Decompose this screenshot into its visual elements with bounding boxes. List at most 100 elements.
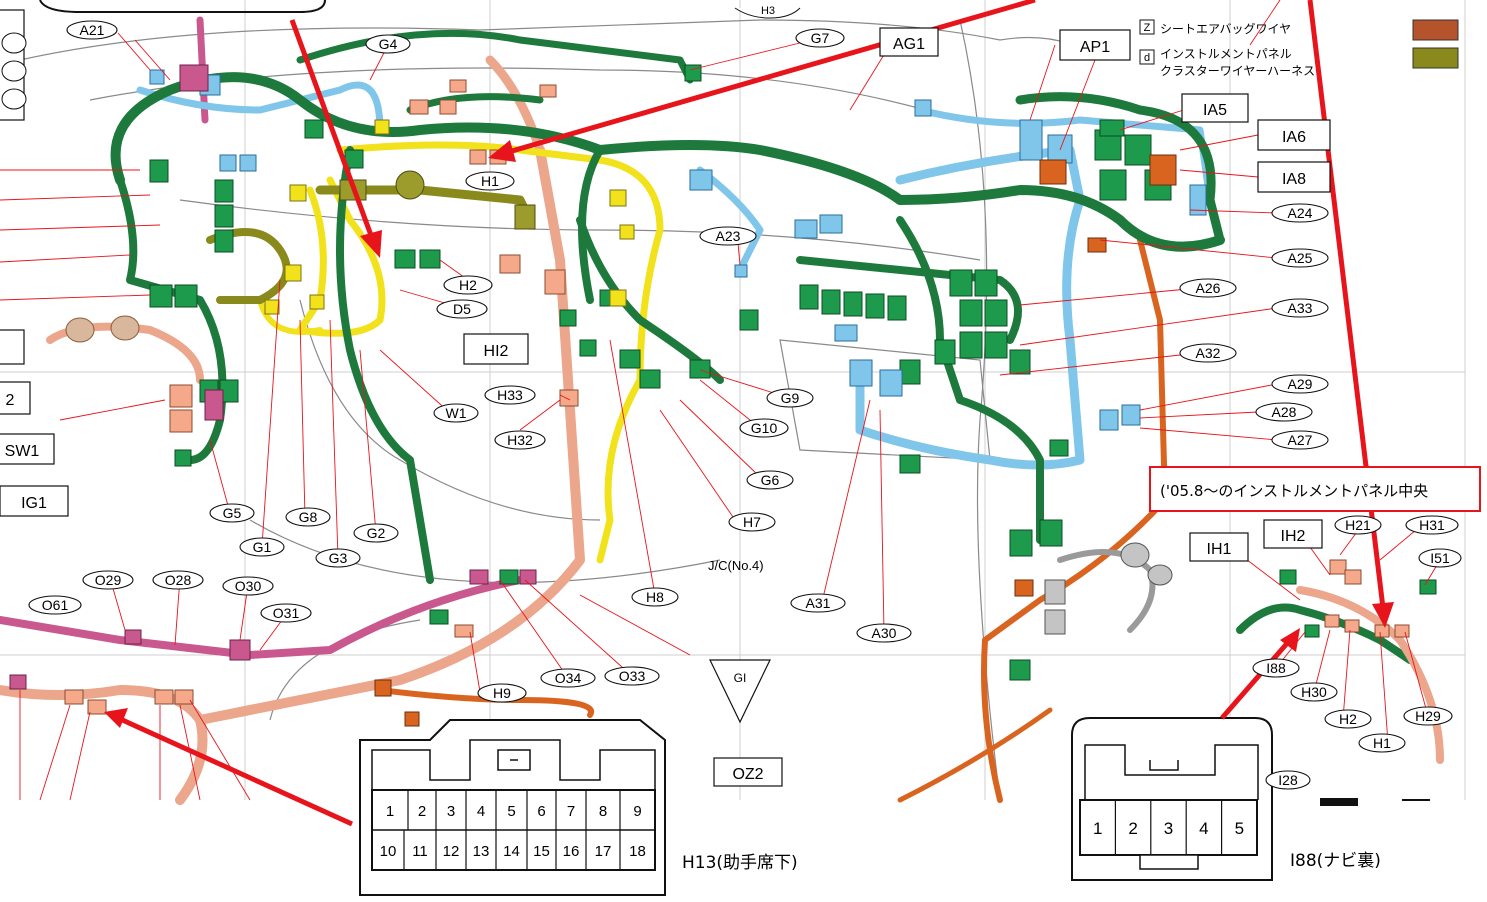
oval-h33: H33 xyxy=(484,385,536,405)
oval-text-a33: A33 xyxy=(1288,300,1313,316)
oval-h30: H30 xyxy=(1290,682,1338,702)
oval-text-o34: O34 xyxy=(555,670,582,686)
oval-h1b: H1 xyxy=(1358,733,1406,753)
oval-a23: A23 xyxy=(699,226,757,246)
oval-o33: O33 xyxy=(604,666,660,686)
oval-a25: A25 xyxy=(1271,248,1329,268)
oval-h31: H31 xyxy=(1405,515,1459,535)
oval-text-a31: A31 xyxy=(806,595,831,611)
h13-pin-9: 9 xyxy=(633,803,641,820)
oval-text-a27: A27 xyxy=(1288,432,1313,448)
h13-pin-10: 10 xyxy=(380,843,397,860)
oval-g2: G2 xyxy=(353,523,399,543)
oval-text-h29: H29 xyxy=(1415,708,1441,724)
oval-i51: I51 xyxy=(1418,548,1462,568)
oval-text-w1: W1 xyxy=(446,405,467,421)
oval-text-i28: I28 xyxy=(1278,772,1298,788)
oval-text-h2b: H2 xyxy=(1339,711,1357,727)
oval-text-a28: A28 xyxy=(1272,404,1297,420)
i88-pin-2: 2 xyxy=(1128,819,1137,838)
oval-text-a24: A24 xyxy=(1288,205,1313,221)
oval-a29: A29 xyxy=(1271,374,1329,394)
label-oz2: OZ2 xyxy=(732,766,763,783)
i88-pin-1: 1 xyxy=(1093,819,1102,838)
oval-i88: I88 xyxy=(1252,658,1300,678)
label-ap1: AP1 xyxy=(1080,39,1110,56)
oval-o31: O31 xyxy=(260,603,312,623)
i88-pin-4: 4 xyxy=(1199,819,1208,838)
oval-text-a25: A25 xyxy=(1288,250,1313,266)
oval-h7: H7 xyxy=(728,512,776,532)
oval-h9: H9 xyxy=(477,683,527,703)
oval-h8: H8 xyxy=(631,587,679,607)
label-ih1: IH1 xyxy=(1207,541,1232,558)
oval-d5: D5 xyxy=(436,299,488,319)
oval-text-g8: G8 xyxy=(299,509,318,525)
oval-text-g4: G4 xyxy=(379,36,398,52)
oval-h2b: H2 xyxy=(1324,709,1372,729)
oval-text-h1: H1 xyxy=(481,173,499,189)
i88-pin-5: 5 xyxy=(1235,819,1244,838)
oval-w1: W1 xyxy=(433,403,479,423)
oval-text-h33: H33 xyxy=(497,387,523,403)
oval-g8: G8 xyxy=(285,507,331,527)
oval-text-h32: H32 xyxy=(507,432,533,448)
h13-pin-6: 6 xyxy=(537,803,545,820)
oval-text-i51: I51 xyxy=(1430,550,1450,566)
h13-pin-5: 5 xyxy=(507,803,515,820)
oval-h2: H2 xyxy=(443,275,493,295)
note-box-text: ('05.8～のインストルメントパネル中央 xyxy=(1160,482,1428,500)
oval-g10: G10 xyxy=(739,418,789,438)
oval-g1: G1 xyxy=(239,537,285,557)
h13-pin-2: 2 xyxy=(418,803,426,820)
oval-text-d5: D5 xyxy=(453,301,471,317)
legend-d-label: インストルメントパネル xyxy=(1160,47,1292,61)
edge-fragment xyxy=(1320,798,1358,806)
oval-text-o61: O61 xyxy=(42,597,69,613)
oval-text-h8: H8 xyxy=(646,589,664,605)
label-jc-no4: J/C(No.4) xyxy=(708,558,764,573)
oval-o28: O28 xyxy=(152,570,204,590)
oval-text-h30: H30 xyxy=(1301,684,1327,700)
oval-text-g9: G9 xyxy=(781,390,800,406)
oval-text-o31: O31 xyxy=(273,605,300,621)
oval-a32: A32 xyxy=(1179,343,1237,363)
h13-pin-1: 1 xyxy=(386,803,394,820)
leader-lines xyxy=(0,0,1441,801)
oval-o61: O61 xyxy=(28,595,82,615)
oval-text-a26: A26 xyxy=(1196,280,1221,296)
oval-o34: O34 xyxy=(540,668,596,688)
caption-h13: H13(助手席下) xyxy=(682,853,798,873)
label-hi2: HI2 xyxy=(484,343,509,360)
legend-z-swatch xyxy=(1412,19,1459,41)
oval-a28: A28 xyxy=(1255,402,1313,422)
oval-a26: A26 xyxy=(1179,278,1237,298)
caption-i88: I88(ナビ裏) xyxy=(1290,850,1381,871)
oval-text-h2: H2 xyxy=(459,277,477,293)
oval-text-o28: O28 xyxy=(165,572,192,588)
oval-text-h9: H9 xyxy=(493,685,511,701)
oval-o30: O30 xyxy=(222,576,274,596)
oval-text-a21: A21 xyxy=(80,22,105,38)
oval-text-g1: G1 xyxy=(253,539,272,555)
oval-g4: G4 xyxy=(365,34,411,54)
label-ig1: IG1 xyxy=(21,495,47,512)
label-h3-partial: H3 xyxy=(761,5,775,17)
i88-pin-3: 3 xyxy=(1164,819,1173,838)
legend-z-label: シートエアバッグワイヤ xyxy=(1160,22,1291,36)
oval-h21: H21 xyxy=(1334,515,1382,535)
h13-pin-14: 14 xyxy=(503,843,520,860)
oval-a33: A33 xyxy=(1271,298,1329,318)
boxed-labels: AG1 AP1 IA5 IA6 IA8 HI2 IH1 IH2 OZ2 IG1 … xyxy=(0,0,1331,787)
oval-text-o29: O29 xyxy=(95,572,122,588)
oval-text-g10: G10 xyxy=(751,420,778,436)
connector-i88-pins: 1 2 3 4 5 xyxy=(1093,800,1244,855)
h13-pin-15: 15 xyxy=(533,843,550,860)
h13-pin-12: 12 xyxy=(443,843,460,860)
oval-g9: G9 xyxy=(766,388,814,408)
legend-z-letter: Z xyxy=(1144,22,1151,34)
oval-text-h7: H7 xyxy=(743,514,761,530)
